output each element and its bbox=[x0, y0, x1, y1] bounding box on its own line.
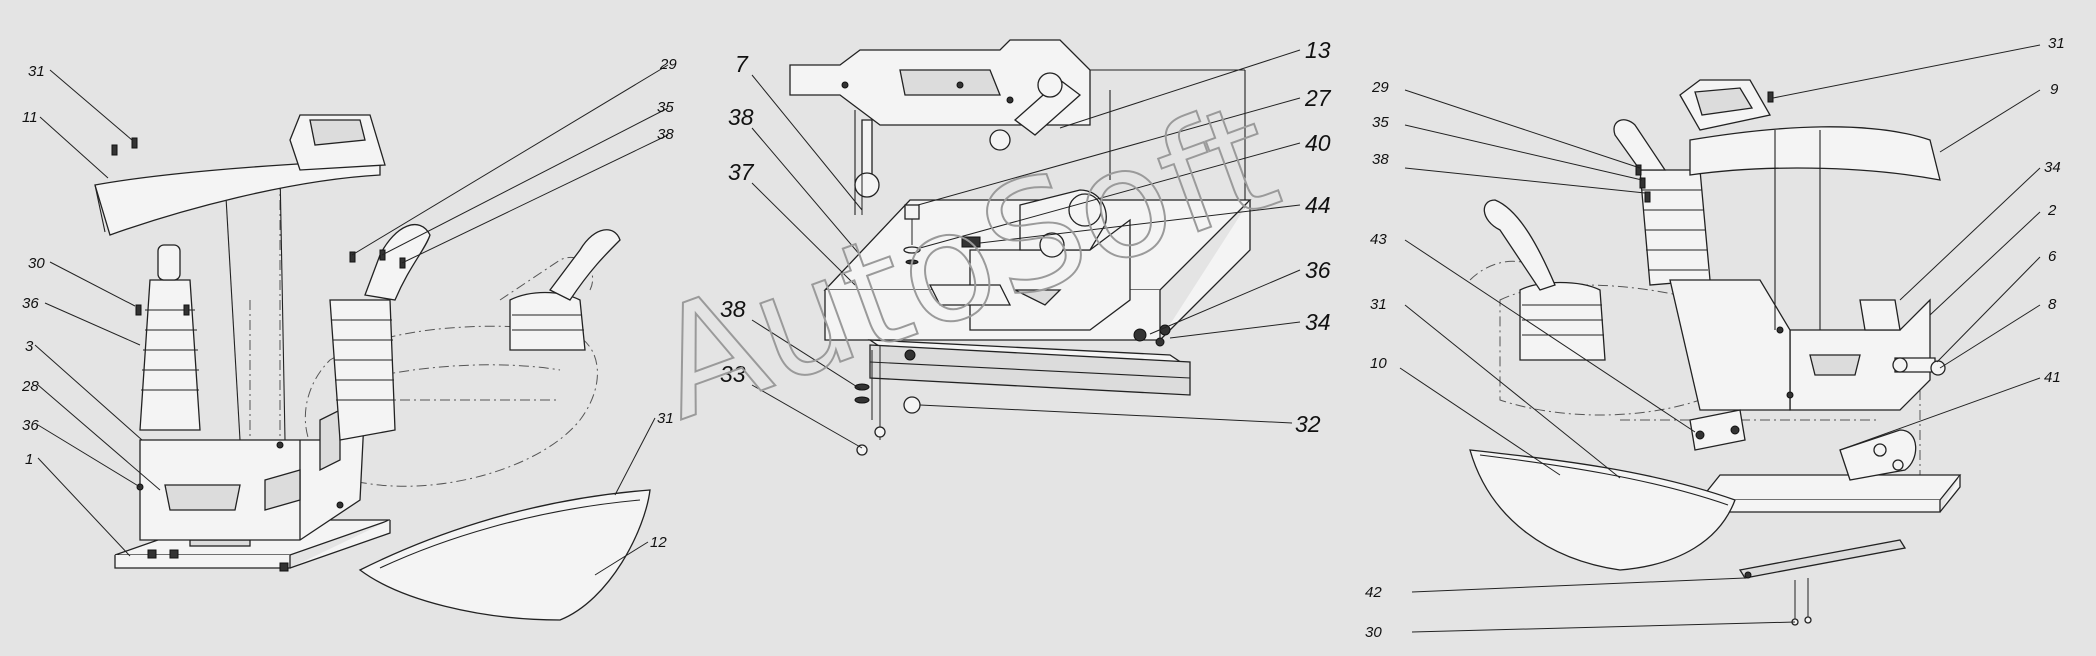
callout-30: 30 bbox=[1365, 624, 1382, 641]
callout-31: 31 bbox=[657, 410, 674, 427]
callout-33: 33 bbox=[720, 361, 746, 387]
callout-36: 36 bbox=[1305, 257, 1331, 283]
callout-13: 13 bbox=[1305, 37, 1331, 63]
callout-34: 34 bbox=[1305, 309, 1331, 335]
center-view: 7 38 37 38 33 13 27 40 44 36 34 32 bbox=[720, 37, 1332, 456]
callout-7: 7 bbox=[735, 51, 749, 77]
callout-6: 6 bbox=[2048, 248, 2057, 265]
callout-31: 31 bbox=[1370, 296, 1387, 313]
right-view: 29 35 38 43 31 10 31 9 34 2 6 8 41 42 30 bbox=[1365, 35, 2065, 641]
callout-38: 38 bbox=[720, 296, 746, 322]
callout-8: 8 bbox=[2048, 296, 2057, 313]
callout-10: 10 bbox=[1370, 355, 1387, 372]
callout-9: 9 bbox=[2050, 81, 2059, 98]
callout-37: 37 bbox=[728, 159, 755, 185]
callout-29: 29 bbox=[1371, 79, 1389, 96]
callout-44: 44 bbox=[1305, 192, 1331, 218]
callout-34: 34 bbox=[2044, 159, 2061, 176]
callout-11: 11 bbox=[22, 109, 38, 126]
callout-35: 35 bbox=[657, 99, 674, 116]
callout-2: 2 bbox=[2047, 202, 2057, 219]
callout-41: 41 bbox=[2044, 369, 2061, 386]
callout-35: 35 bbox=[1372, 114, 1389, 131]
callout-40: 40 bbox=[1305, 130, 1331, 156]
callout-38: 38 bbox=[728, 104, 754, 130]
callout-38: 38 bbox=[1372, 151, 1389, 168]
callout-31: 31 bbox=[2048, 35, 2065, 52]
callout-27: 27 bbox=[1304, 85, 1332, 111]
callout-38: 38 bbox=[657, 126, 674, 143]
callout-42: 42 bbox=[1365, 584, 1382, 601]
callout-30: 30 bbox=[28, 255, 45, 272]
left-view: 31 11 30 36 3 28 36 1 29 35 38 31 12 bbox=[21, 56, 677, 621]
callout-29: 29 bbox=[659, 56, 677, 73]
callout-32: 32 bbox=[1295, 411, 1321, 437]
callout-31: 31 bbox=[28, 63, 45, 80]
callout-36: 36 bbox=[22, 417, 39, 434]
callout-43: 43 bbox=[1370, 231, 1387, 248]
callout-12: 12 bbox=[650, 534, 667, 551]
callout-3: 3 bbox=[25, 338, 34, 355]
callout-1: 1 bbox=[25, 451, 33, 468]
callout-28: 28 bbox=[21, 378, 39, 395]
callout-36: 36 bbox=[22, 295, 39, 312]
